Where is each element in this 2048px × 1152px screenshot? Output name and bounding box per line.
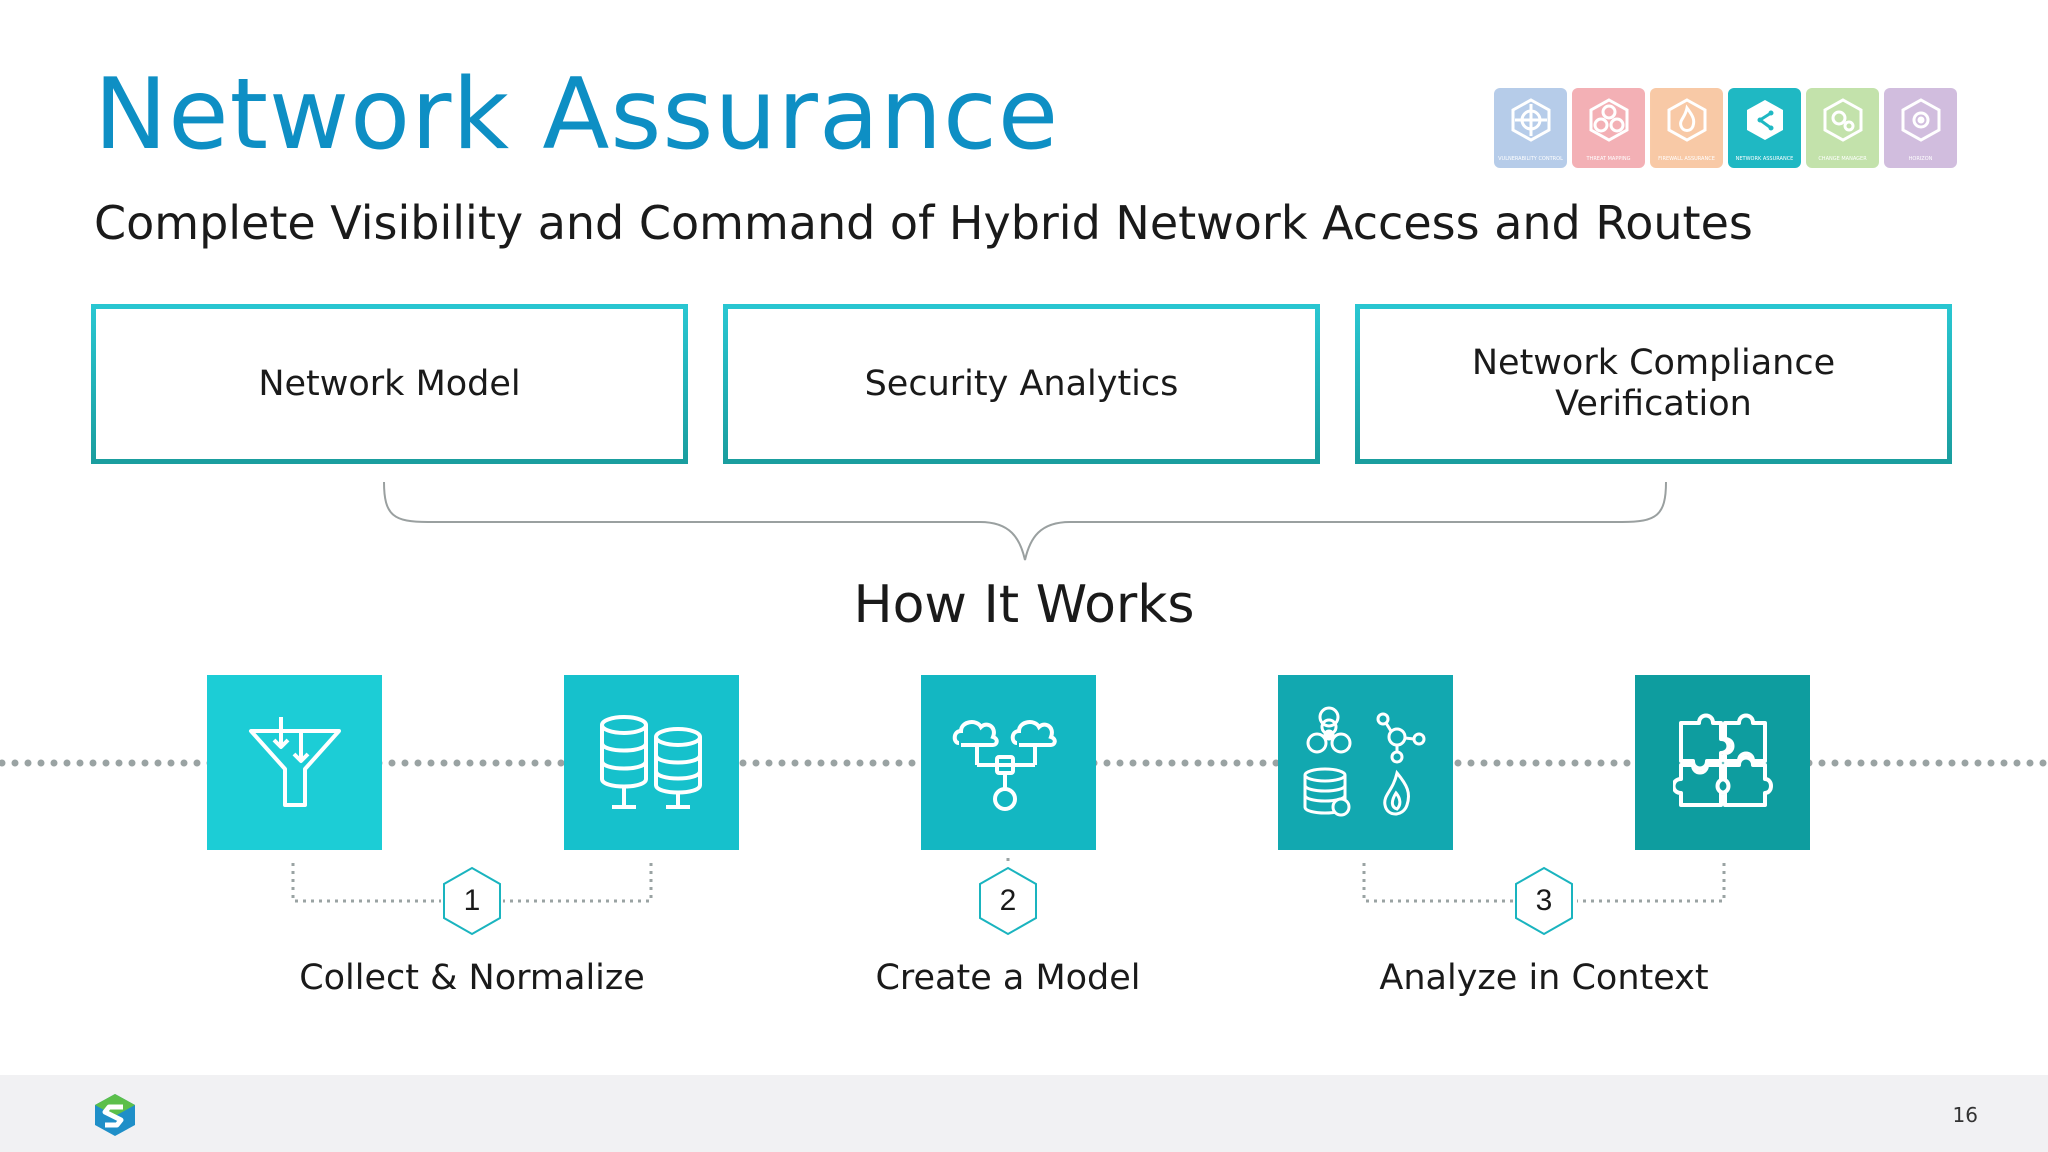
tile-puzzle [1635, 675, 1810, 850]
biohazard-icon [1589, 98, 1628, 142]
gears-icon [1823, 98, 1862, 142]
step-number: 2 [999, 884, 1017, 917]
module-label: Firewall Assurance [1658, 156, 1715, 162]
company-logo-icon [95, 1094, 135, 1136]
module-firewall-assurance: Firewall Assurance [1650, 88, 1723, 168]
module-change-manager: Change Manager [1806, 88, 1879, 168]
tile-databases [564, 675, 739, 850]
tile-threat-data [1278, 675, 1453, 850]
how-it-works-heading: How It Works [853, 575, 1195, 635]
step-number: 1 [463, 884, 481, 917]
fire-icon [1667, 98, 1706, 142]
network-nodes-icon [1746, 100, 1783, 140]
module-label: Threat Mapping [1586, 156, 1631, 162]
module-label: Network Assurance [1735, 156, 1794, 162]
step-3-label: Analyze in Context [1379, 958, 1709, 998]
module-label: Horizon [1908, 156, 1933, 162]
capability-security-analytics: Security Analytics [723, 304, 1320, 464]
module-threat-mapping: Threat Mapping [1572, 88, 1645, 168]
camera-icon [1901, 98, 1940, 142]
step-3-hex: 3 [1512, 865, 1576, 937]
tile-cloud-network [921, 675, 1096, 850]
module-label: Vulnerability Control [1498, 156, 1563, 162]
module-label: Change Manager [1818, 156, 1867, 162]
step-2-hex: 2 [976, 865, 1040, 937]
database-servers-icon [599, 714, 702, 809]
step-1-label: Collect & Normalize [299, 958, 645, 998]
page-number: 16 [1952, 1103, 1978, 1127]
funnel-icon [248, 716, 341, 807]
threat-data-icon [1303, 706, 1425, 816]
tile-funnel [207, 675, 382, 850]
step-1-hex: 1 [440, 865, 504, 937]
puzzle-icon [1672, 713, 1773, 807]
module-vulnerability-control: Vulnerability Control [1494, 88, 1567, 168]
capability-network-model: Network Model [91, 304, 688, 464]
module-horizon: Horizon [1884, 88, 1957, 168]
capability-compliance-verification: Network Compliance Verification [1355, 304, 1952, 464]
module-network-assurance: Network Assurance [1728, 88, 1801, 168]
grouping-brace [383, 481, 1667, 561]
step-number: 3 [1535, 884, 1553, 917]
cloud-network-icon [952, 719, 1057, 811]
slide-footer [0, 1075, 2048, 1152]
product-module-strip: Vulnerability Control Threat Mapping Fir… [1494, 88, 1957, 168]
slide-title: Network Assurance [94, 58, 1060, 172]
target-icon [1511, 98, 1550, 142]
step-2-label: Create a Model [875, 958, 1141, 998]
slide-subtitle: Complete Visibility and Command of Hybri… [94, 196, 1753, 250]
